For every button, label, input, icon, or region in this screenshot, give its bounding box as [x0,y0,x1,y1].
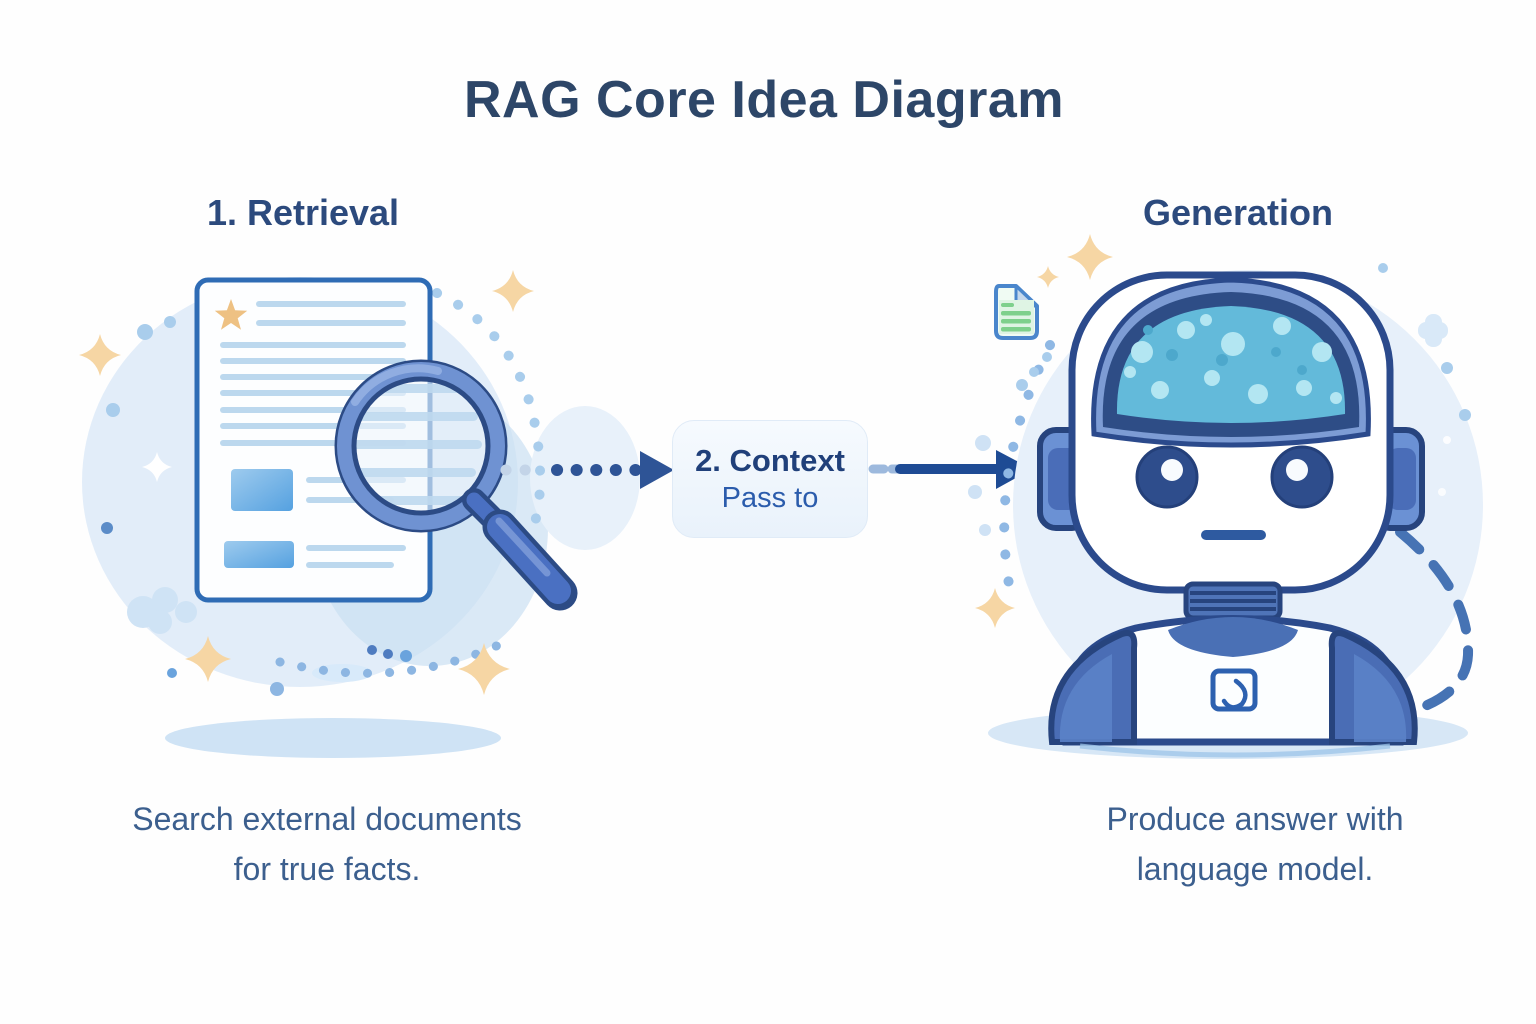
robot-brain-dome [1091,277,1371,448]
robot-chest-logo [1210,668,1258,712]
context-step-label: 2. Context [695,443,845,478]
generation-caption-line1: Produce answer with [1106,801,1404,837]
flow-arrows [500,450,1032,489]
generation-illustration [968,234,1483,759]
robot-torso [1048,615,1418,758]
retrieval-heading: 1. Retrieval [206,192,400,233]
retrieval-illustration [79,270,640,758]
dashed-curve [1333,527,1474,726]
mini-document-lines [1001,303,1031,332]
robot-icon [1037,271,1425,758]
retrieval-caption-line2: for true facts. [233,851,421,887]
plus-blob [1418,314,1448,347]
star-icon [214,299,248,330]
generation-caption-line2: language model. [1136,851,1374,887]
magnifier-handle [462,488,578,611]
solid-arrow-icon [868,450,1032,489]
cloud-puff [127,587,197,634]
robot-neck [1183,581,1283,621]
magnifier-icon [334,359,578,611]
context-box: 2. Context Pass to [672,420,868,538]
retrieval-caption: Search external documents for true facts… [77,794,577,894]
document-image-blocks [224,469,406,568]
dotted-arrow-icon [500,451,674,489]
document-shadow [165,718,501,758]
brain-bubbles [1124,314,1342,404]
robot-eyes [1135,445,1334,509]
page-title: RAG Core Idea Diagram [464,71,1064,129]
mini-document-icon [994,284,1039,340]
brain-spots [1143,325,1307,375]
context-sub-label: Pass to [721,482,819,514]
generation-heading: Generation [1142,192,1334,233]
generation-caption: Produce answer with language model. [1005,794,1505,894]
retrieval-caption-line1: Search external documents [132,801,522,837]
